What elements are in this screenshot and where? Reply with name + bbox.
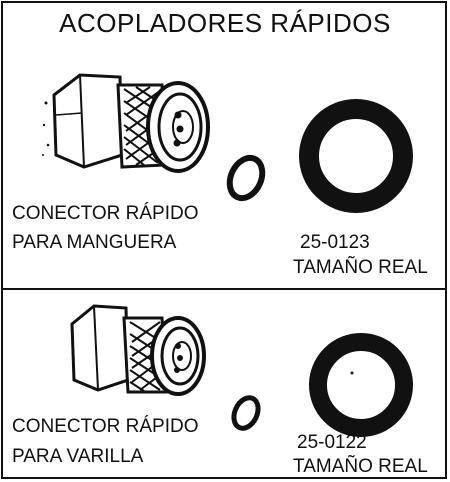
page-title: ACOPLADORES RÁPIDOS [59, 8, 391, 38]
actual-size-o-ring-1 [299, 99, 413, 213]
connector-label-line2: PARA MANGUERA [12, 232, 177, 253]
wand-quick-connector-illustration [70, 304, 206, 396]
size-label: TAMAÑO REAL [293, 257, 428, 278]
connector-label-line1: CONECTOR RÁPIDO [12, 416, 199, 437]
part-number: 25-0123 [300, 232, 370, 253]
connector-label-line1: CONECTOR RÁPIDO [12, 203, 199, 224]
part-number: 25-0122 [297, 432, 367, 453]
small-o-ring-1 [226, 154, 266, 202]
section-divider [2, 288, 446, 290]
connector-label-line2: PARA VARILLA [12, 446, 144, 467]
size-label: TAMAÑO REAL [293, 456, 428, 477]
small-o-ring-2 [231, 395, 261, 431]
actual-size-o-ring-2 [309, 333, 413, 437]
hose-quick-connector-illustration [42, 73, 210, 173]
